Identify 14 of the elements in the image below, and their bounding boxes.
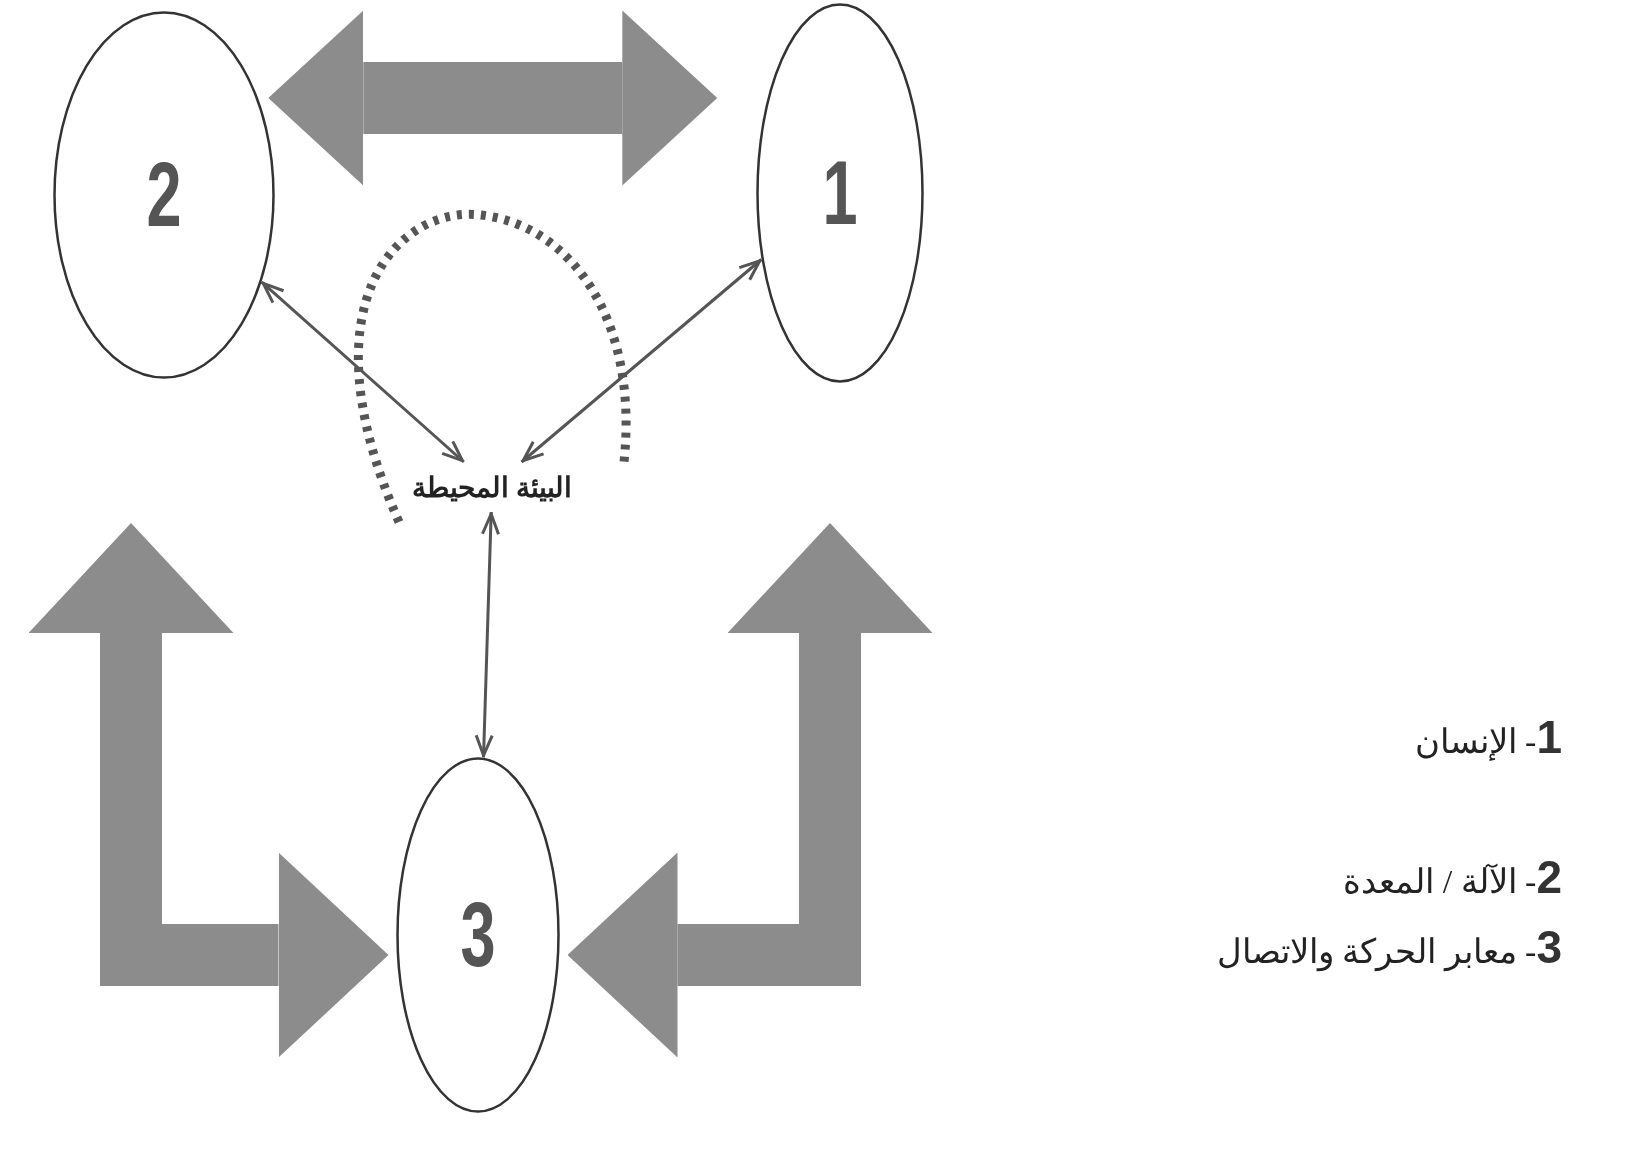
arrow [474,511,500,758]
node-number: 1 [822,148,858,238]
block-arrow [567,523,933,1058]
circle-node [396,757,560,1113]
node-label: البيئة المحيطة [412,470,572,504]
arrow [520,258,763,464]
block-arrow [28,523,389,1058]
circle-node [756,3,924,383]
node-number: 3 [460,890,496,980]
block-arrow [268,10,718,186]
circle-node [53,11,275,379]
dotted-arc [354,210,631,524]
node-number: 2 [146,150,182,240]
arrow [260,281,465,464]
